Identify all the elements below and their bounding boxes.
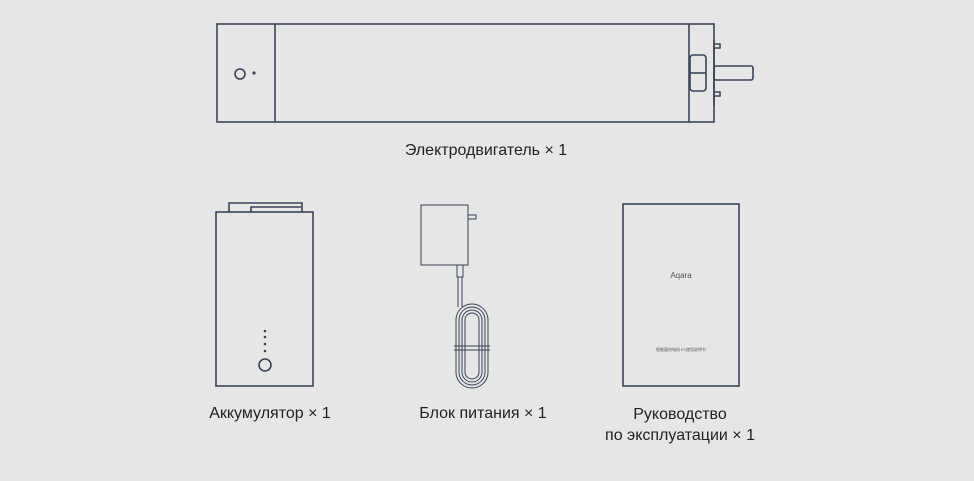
battery-label: Аккумулятор × 1: [209, 405, 331, 422]
manual-label-line2: по эксплуатации × 1: [605, 427, 755, 444]
manual-logo: Aqara: [670, 271, 692, 280]
motor-label: Электродвигатель × 1: [404, 142, 568, 159]
manual-label: Руководство: [633, 406, 727, 423]
manual-subtitle: 智能窗帘电机 E1使用说明书: [656, 346, 706, 352]
power-adapter-label: Блок питания × 1: [419, 405, 547, 422]
power-adapter-icon: [420, 204, 490, 389]
manual-icon: Aqara 智能窗帘电机 E1使用说明书: [622, 203, 740, 387]
motor-icon: [216, 23, 754, 123]
battery-icon: [215, 202, 314, 387]
